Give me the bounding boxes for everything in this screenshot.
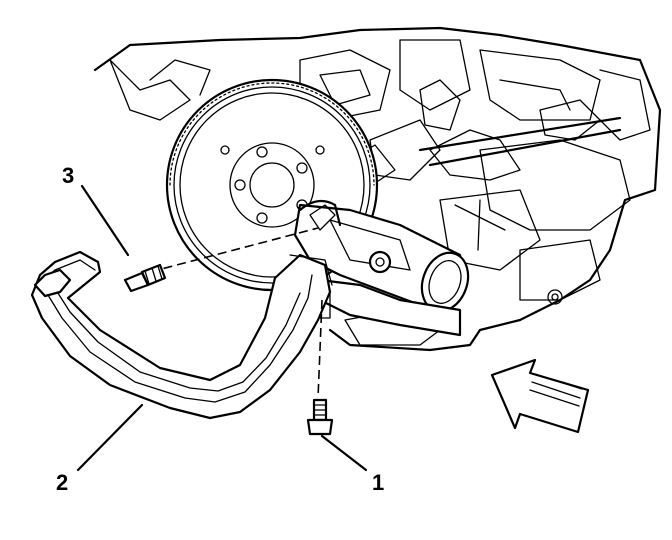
leader-line-1 xyxy=(320,434,368,472)
leader-line-2 xyxy=(76,403,144,472)
bolt-1 xyxy=(306,299,334,436)
engine-block xyxy=(93,26,662,352)
bolt-3 xyxy=(123,227,319,293)
callout-1: 1 xyxy=(372,470,384,495)
callout-2: 2 xyxy=(56,470,68,495)
starter-shield xyxy=(30,250,333,420)
view-direction-arrow xyxy=(490,358,590,434)
leader-line-3 xyxy=(80,184,130,257)
callout-3: 3 xyxy=(62,163,74,188)
